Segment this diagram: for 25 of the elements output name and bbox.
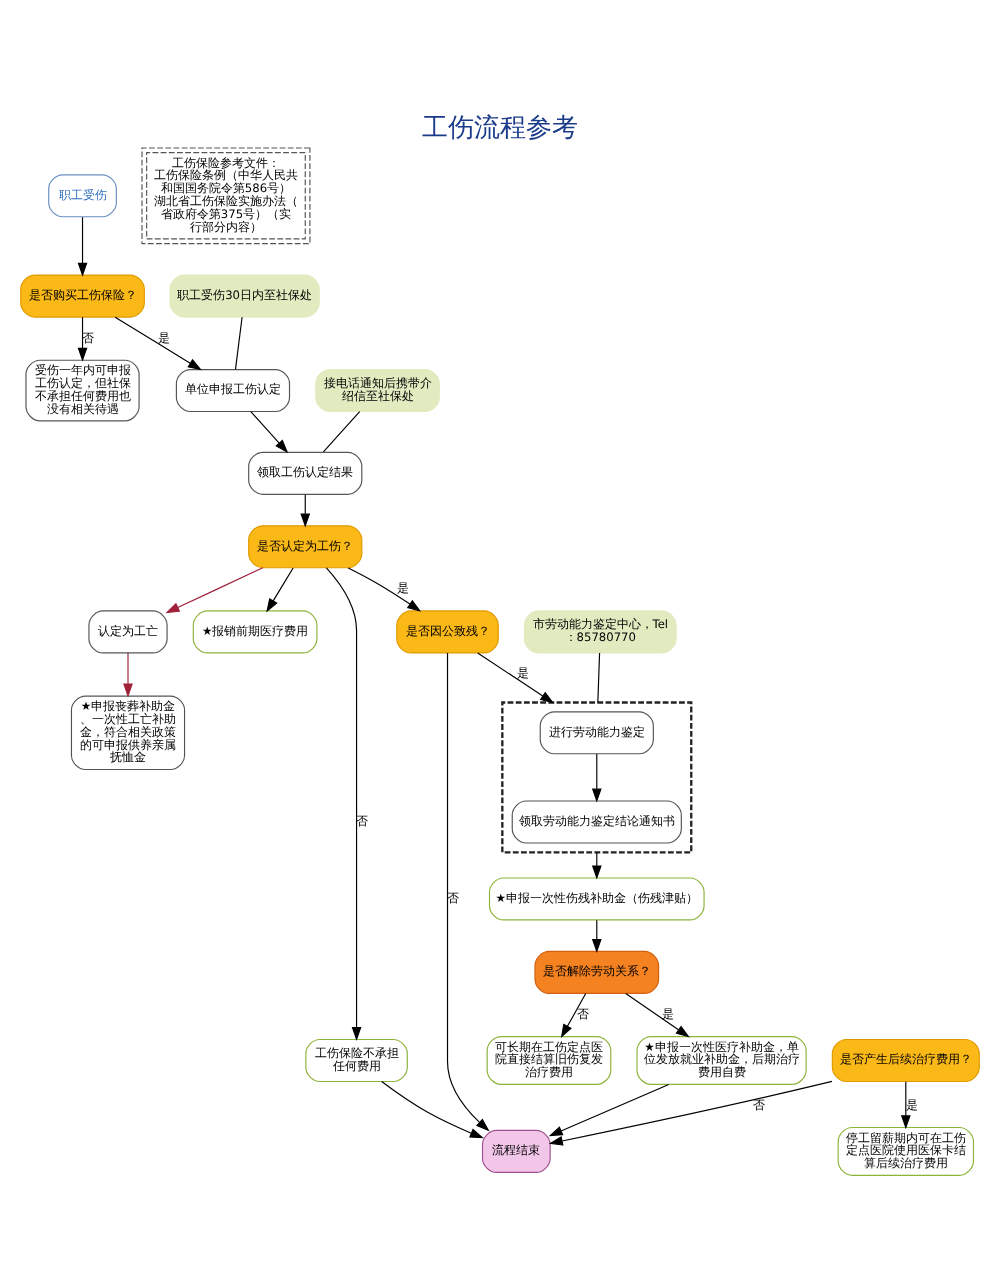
arrow xyxy=(591,752,602,802)
arrow xyxy=(477,651,555,703)
arrow xyxy=(325,566,362,1040)
cluster xyxy=(501,700,693,853)
connector xyxy=(322,410,361,452)
connector xyxy=(234,315,243,369)
arrow xyxy=(548,1079,833,1145)
diagram-title: 工伤流程参考 xyxy=(422,112,578,143)
arrow xyxy=(77,215,88,276)
arrow xyxy=(123,651,133,697)
arrow xyxy=(591,918,602,953)
arrow xyxy=(625,991,690,1037)
arrow xyxy=(446,651,490,1131)
arrow xyxy=(250,410,289,453)
arrow xyxy=(266,566,294,612)
arrow xyxy=(560,991,587,1038)
arrow xyxy=(347,566,422,611)
arrow xyxy=(900,1080,911,1129)
arrow xyxy=(114,315,202,370)
connector xyxy=(597,651,601,703)
arrow xyxy=(548,1082,670,1136)
arrow xyxy=(300,493,311,527)
arrow xyxy=(165,566,264,613)
arrow xyxy=(77,315,88,361)
arrow xyxy=(381,1080,484,1138)
